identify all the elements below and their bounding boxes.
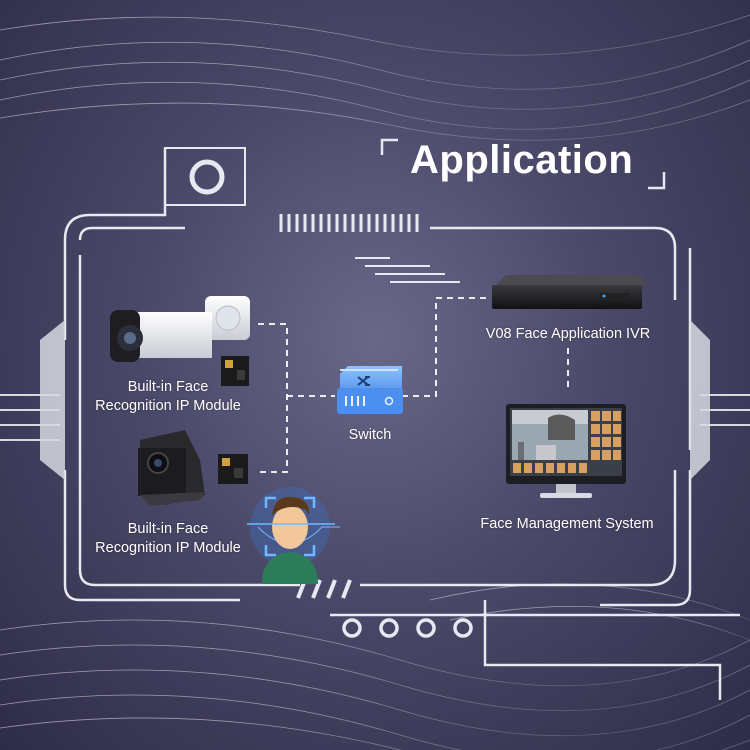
connections	[255, 297, 569, 473]
right-bracket	[690, 320, 710, 480]
mini-camera	[138, 430, 205, 506]
camera2-label-line2: Recognition IP Module	[95, 540, 241, 556]
monitor-label: Face Management System	[480, 516, 654, 532]
right-lines	[700, 394, 750, 426]
bottom-circles	[342, 618, 473, 638]
ring-decoration	[189, 159, 225, 195]
face-scan-icon	[247, 487, 340, 584]
page-title: Application	[410, 138, 634, 182]
chip-module-1	[221, 356, 249, 386]
camera1-label: Built-in Face Recognition IP Module	[78, 378, 258, 416]
ivr-label: V08 Face Application IVR	[485, 326, 651, 342]
tick-bar	[279, 214, 419, 232]
title-bracket-left	[380, 138, 398, 155]
camera1-label-line1: Built-in Face	[127, 379, 209, 395]
switch-icon	[337, 366, 403, 414]
left-bracket	[40, 320, 65, 480]
monitor-device	[506, 404, 626, 498]
mesh-background	[0, 14, 750, 750]
camera1-label-line2: Recognition IP Module	[95, 398, 241, 414]
left-lines	[0, 394, 60, 441]
chip-module-2	[218, 454, 248, 484]
title-bracket-right	[648, 172, 666, 190]
ivr-device	[492, 275, 650, 309]
switch-label: Switch	[348, 427, 392, 443]
camera2-label: Built-in Face Recognition IP Module	[78, 520, 258, 558]
diagonal-stripes	[355, 257, 460, 283]
camera2-label-line1: Built-in Face	[127, 521, 209, 537]
bullet-camera	[110, 296, 250, 362]
